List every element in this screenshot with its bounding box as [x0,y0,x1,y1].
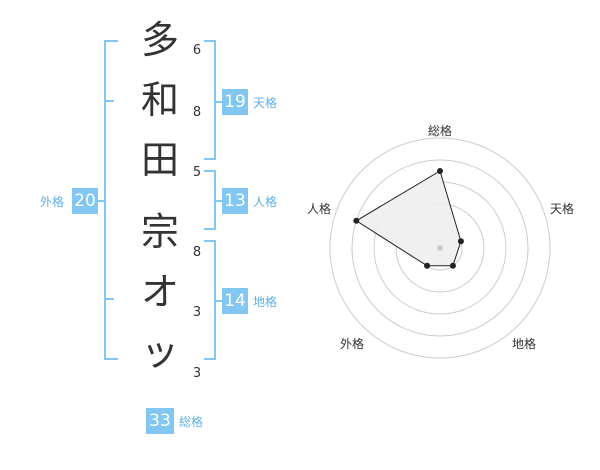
radar-axis-label-gaikaku: 外格 [339,337,364,351]
tenkaku-bracket-top [204,40,216,42]
soukaku-score-badge: 33 [146,408,174,434]
stroke-count-5: 3 [192,305,202,320]
stroke-count-3: 5 [192,165,202,180]
radar-point-2 [449,262,456,269]
gaikaku-bracket-connector [96,200,106,202]
gaikaku-bracket-tick-1 [104,100,114,102]
chikaku-bracket-bottom [204,358,216,360]
chikaku-bracket-top [204,240,216,242]
radar-grid-ring-4 [351,159,529,337]
stroke-count-2: 8 [192,105,202,120]
name-char-4: 宗 [140,210,179,254]
jinkaku-label: 人格 [253,195,278,209]
jinkaku-bracket-top [204,170,216,172]
stroke-count-1: 6 [192,43,202,58]
tenkaku-label: 天格 [253,96,278,110]
radar-axis-label-chikaku: 地格 [511,337,536,351]
radar-axis-label-tenkaku: 天格 [549,202,574,216]
gaikaku-score-badge: 20 [72,188,98,214]
radar-point-4 [353,217,360,224]
jinkaku-bracket-connector [214,200,222,202]
name-char-2: 和 [140,78,179,122]
name-char-3: 田 [140,138,179,182]
radar-center-dot [437,245,443,251]
chikaku-label: 地格 [253,295,278,309]
radar-axis-label-soukaku: 総格 [427,124,452,138]
stroke-count-6: 3 [192,366,202,381]
chikaku-score-badge: 14 [222,288,248,314]
tenkaku-bracket-vertical [214,40,216,160]
radar-grid-ring-5 [329,137,551,359]
radar-chart [329,137,551,359]
radar-point-3 [424,262,431,269]
name-char-5: オ [140,270,179,314]
tenkaku-bracket-bottom [204,158,216,160]
tenkaku-score-badge: 19 [222,89,248,115]
chikaku-bracket-connector [214,300,222,302]
soukaku-label: 総格 [179,415,204,429]
stroke-count-4: 8 [192,245,202,260]
radar-axis-label-jinkaku: 人格 [306,202,331,216]
gaikaku-bracket-top [104,40,118,42]
gaikaku-bracket-bottom [104,358,118,360]
radar-point-0 [437,168,443,174]
radar-value-polygon [355,170,462,267]
gaikaku-label: 外格 [40,195,65,209]
name-char-6: ッ [140,330,179,374]
name-char-1: 多 [140,18,179,62]
radar-point-1 [457,238,464,245]
jinkaku-bracket-bottom [204,228,216,230]
jinkaku-score-badge: 13 [222,188,248,214]
tenkaku-bracket-connector [214,101,222,103]
gaikaku-bracket-tick-2 [104,298,114,300]
